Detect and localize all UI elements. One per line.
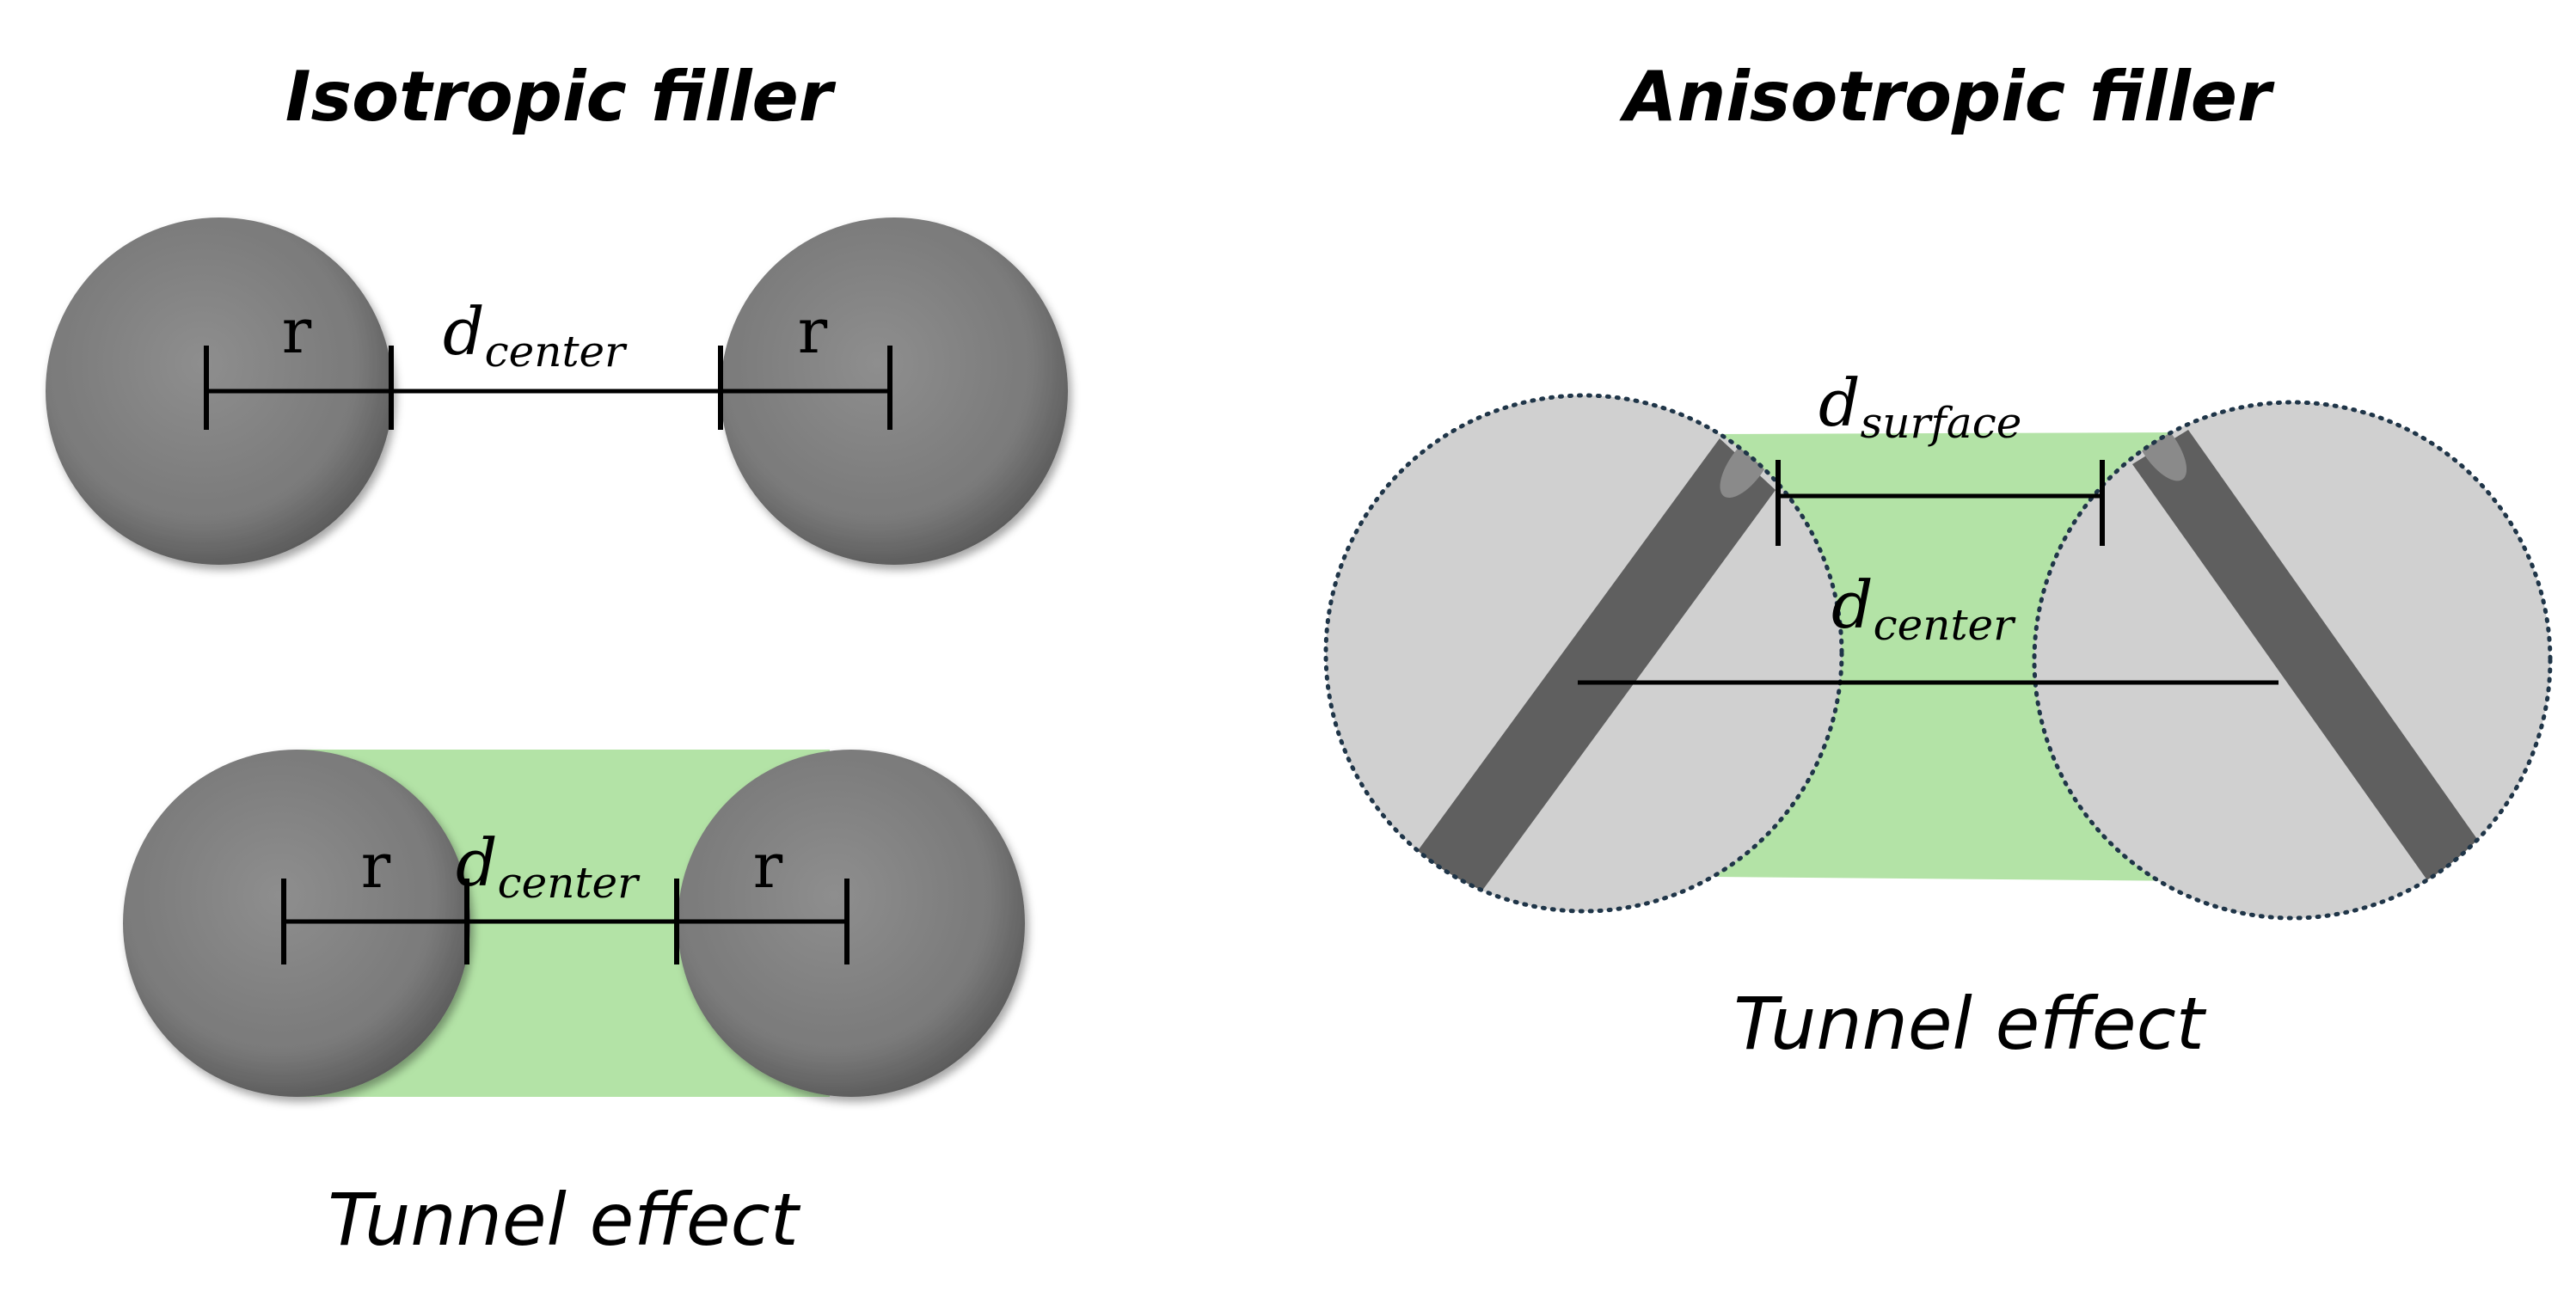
isotropic-pair-bottom: r r dcenter: [123, 750, 1025, 1097]
anisotropic-title: Anisotropic filler: [1618, 57, 2275, 137]
dotted-outline-left: [1323, 393, 1844, 914]
sphere-right: [721, 217, 1068, 565]
dotted-outline-right: [2032, 400, 2553, 921]
radius-label-right: r: [798, 295, 828, 367]
isotropic-caption: Tunnel effect: [328, 1178, 800, 1262]
rod-left: [1414, 438, 1776, 907]
radius-label-right: r: [753, 830, 783, 902]
anisotropic-pair: dsurface dcenter: [1323, 364, 2553, 921]
center-distance-label: dcenter: [1831, 566, 2016, 650]
center-distance-label: dcenter: [443, 293, 628, 377]
radius-label-left: r: [282, 295, 312, 367]
isotropic-title: Isotropic filler: [285, 57, 837, 137]
surface-distance-label: dsurface: [1819, 364, 2021, 448]
isotropic-pair-top: r r dcenter: [46, 217, 1068, 565]
rod-right: [2132, 430, 2498, 907]
sphere-right: [678, 750, 1025, 1097]
radius-label-left: r: [361, 830, 391, 902]
center-distance-label: dcenter: [456, 824, 641, 908]
anisotropic-caption: Tunnel effect: [1733, 982, 2206, 1066]
